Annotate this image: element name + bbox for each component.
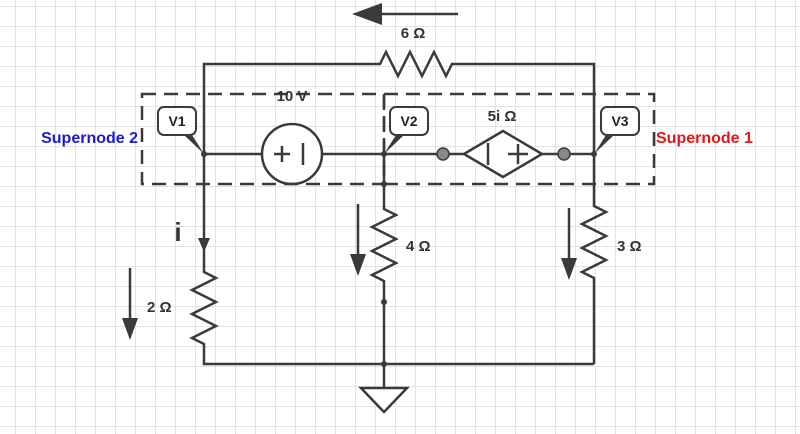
current-arrows [122,3,577,340]
node-label-v1: V1 [157,106,204,154]
node-label-v2: V2 [384,106,429,154]
supernode-1-label: Supernode 1 [656,130,753,147]
r4-label: 4 Ω [406,238,431,255]
supernode-1-box [382,92,656,186]
supernode-2-label: Supernode 2 [41,130,138,147]
v10-label: 10 V [277,88,308,105]
r4-arrow-head [350,254,366,276]
r3-label: 3 Ω [617,238,642,255]
junction-dot [381,361,387,367]
voltage-source-10v [260,122,324,186]
supernode-2-box [140,92,386,186]
node-v3-text: V3 [611,113,628,129]
current-i-arrow-head [198,238,210,252]
node-v2-text: V2 [400,113,417,129]
right-branch-wire [579,154,609,364]
r3-arrow-head [561,258,577,280]
junction-dot [381,299,387,305]
ground-symbol [358,386,410,414]
wires [189,49,609,388]
middle-branch-wire [369,154,399,364]
connector-dot-right [557,147,571,161]
dependent-voltage-source [461,129,545,179]
top-current-arrow-head [352,3,382,25]
top-wire [202,49,596,154]
junctions [201,151,597,367]
r2-label: 2 Ω [147,299,172,316]
r2-arrow-head [122,318,138,340]
current-i-label: i [174,217,181,247]
node-label-v3: V3 [594,106,640,154]
r6-label: 6 Ω [401,25,426,42]
dependent-source-label: 5i Ω [488,108,517,125]
left-branch-wire [189,154,594,366]
connector-dot-left [436,147,450,161]
node-v1-text: V1 [168,113,185,129]
